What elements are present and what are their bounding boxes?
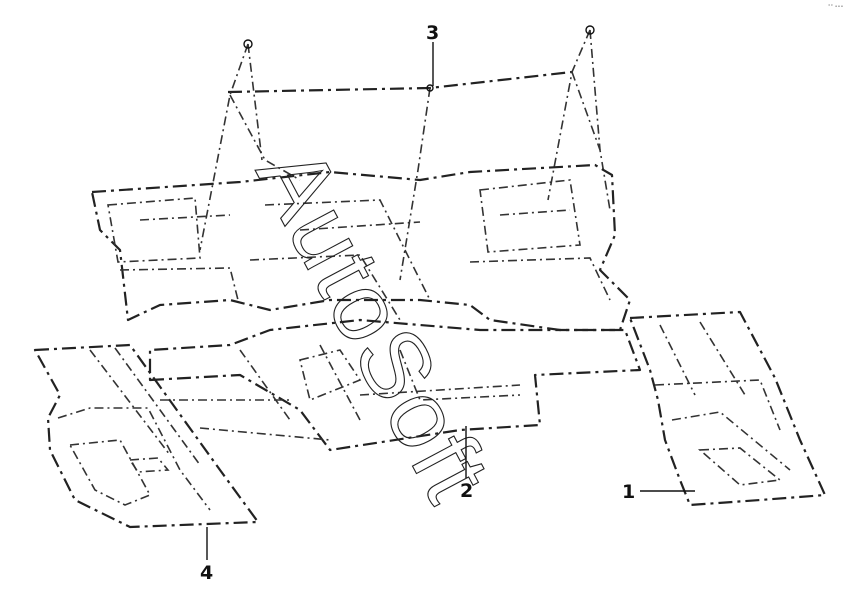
corner-mark: °° •••: [828, 4, 843, 10]
part-3-rear-cover: [199, 25, 611, 281]
clip-icon: [426, 84, 434, 92]
callout-4: 4: [200, 562, 213, 584]
part-1-right-front-mat: [628, 310, 827, 507]
callout-1: 1: [622, 481, 635, 503]
watermark: AutoSoft: [236, 129, 512, 520]
callout-2: 2: [460, 480, 473, 502]
part-2-center-mat: [148, 318, 642, 452]
callout-3: 3: [426, 22, 439, 44]
clip-icon: [243, 39, 253, 49]
watermark-text: AutoSoft: [236, 130, 511, 520]
clip-icon: [585, 25, 595, 35]
part-4-left-front-mat: [33, 343, 260, 529]
